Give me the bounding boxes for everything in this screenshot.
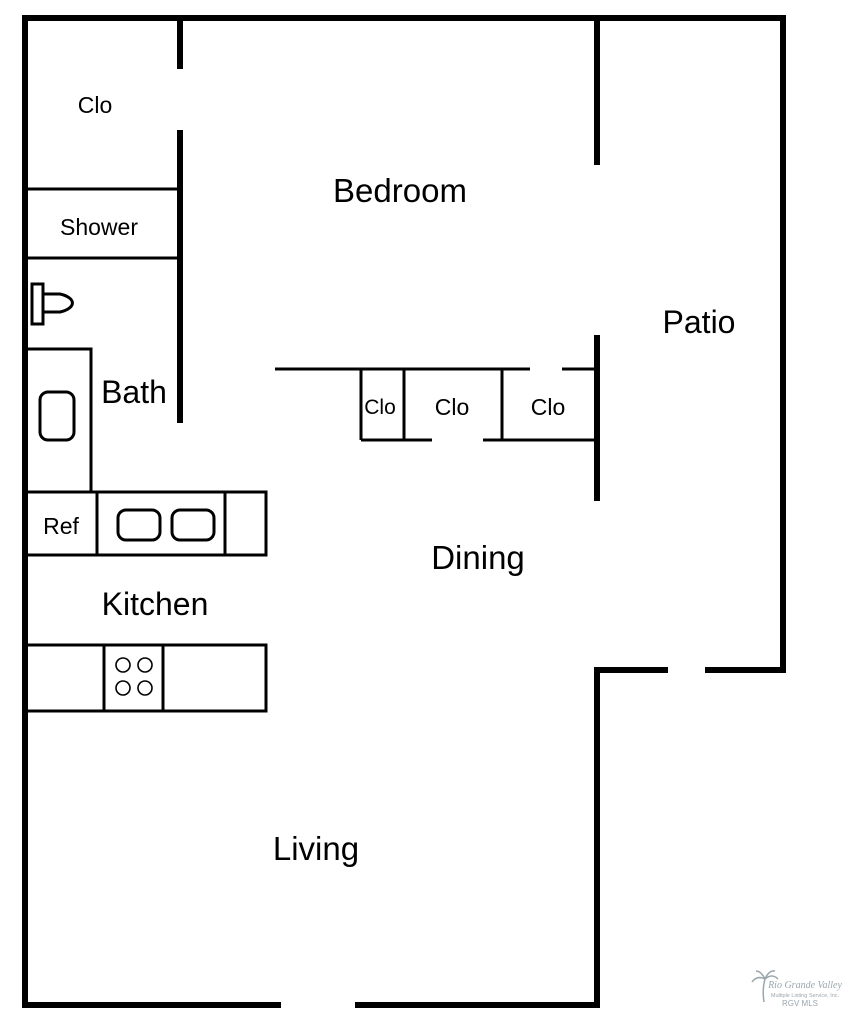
- fixtures: [23, 282, 268, 713]
- label-living: Living: [273, 830, 359, 867]
- label-closet-top-left: Clo: [78, 92, 113, 118]
- palm-tree-icon: [751, 970, 779, 1003]
- watermark-rgv-mls: RGV MLS: [782, 999, 818, 1008]
- label-ref: Ref: [43, 513, 79, 539]
- stove-icon: [115, 657, 153, 696]
- watermark-script: Rio Grande Valley: [767, 980, 842, 991]
- label-patio: Patio: [663, 304, 736, 340]
- room-labels: Clo Bedroom Shower Patio Bath Clo Clo Cl…: [43, 92, 735, 867]
- lower-counter: [23, 643, 268, 713]
- label-closet-small: Clo: [364, 396, 396, 419]
- vanity-counter: [23, 347, 93, 494]
- label-bath: Bath: [101, 374, 167, 410]
- kitchen-sink-icon: [116, 508, 216, 542]
- rgv-mls-watermark: Rio Grande Valley Multiple Listing Servi…: [751, 970, 842, 1008]
- label-dining: Dining: [431, 539, 525, 576]
- exterior-walls: [22, 15, 786, 1008]
- label-closet-mid: Clo: [435, 394, 470, 420]
- label-bedroom: Bedroom: [333, 172, 467, 209]
- watermark-subtitle: Multiple Listing Service, Inc.: [771, 993, 840, 999]
- label-closet-right: Clo: [531, 394, 566, 420]
- bath-sink-icon: [38, 390, 76, 442]
- label-shower: Shower: [60, 214, 138, 240]
- toilet-icon: [30, 282, 74, 326]
- interior-walls: [25, 15, 600, 501]
- upper-counter: [23, 490, 268, 557]
- label-kitchen: Kitchen: [102, 586, 209, 622]
